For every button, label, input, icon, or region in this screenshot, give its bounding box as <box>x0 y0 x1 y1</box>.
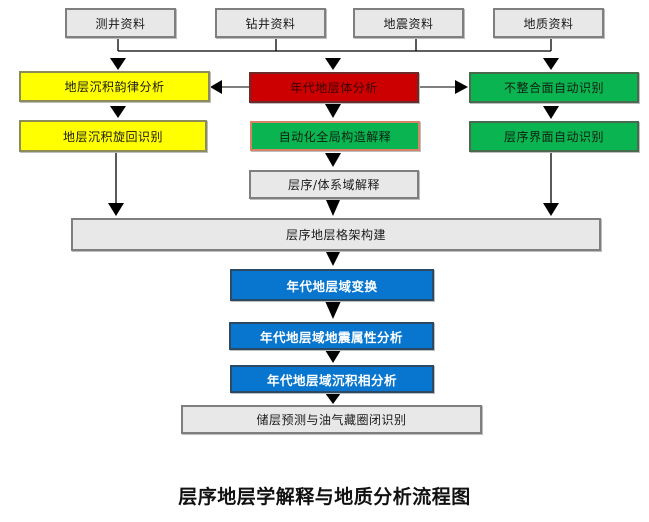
node-sed-rhythm-label: 地层沉积韵律分析 <box>64 80 165 94</box>
input-well-log-label: 测井资料 <box>95 16 146 31</box>
input-drilling: 钻井资料 <box>215 8 326 38</box>
node-unconformity-label: 不整合面自动识别 <box>503 81 604 95</box>
arrow-to-unconformity <box>543 58 559 70</box>
arrow-facies-reservoir <box>325 393 341 404</box>
arrow-to-boundary <box>543 106 559 119</box>
input-well-log: 测井资料 <box>65 8 176 38</box>
node-auto-structure: 自动化全局构造解释 <box>250 121 420 151</box>
node-domain-transform: 年代地层域变换 <box>230 269 434 301</box>
arrow-transform-attr <box>325 301 341 319</box>
node-sed-cycle: 地层沉积旋回识别 <box>19 120 207 152</box>
node-seismic-attr-label: 年代地层域地震属性分析 <box>259 329 403 345</box>
node-chrono-volume-label: 年代地层体分析 <box>290 81 378 95</box>
input-seismic-label: 地震资料 <box>383 16 434 31</box>
node-sequence-boundary: 层序界面自动识别 <box>469 121 639 152</box>
node-sequence-boundary-label: 层序界面自动识别 <box>503 130 604 144</box>
input-geology-label: 地质资料 <box>523 16 574 31</box>
node-domain-transform-label: 年代地层域变换 <box>286 278 378 294</box>
node-sequence-systems: 层序/体系域解释 <box>249 170 419 199</box>
arrow-to-rhythm <box>110 58 126 70</box>
node-unconformity: 不整合面自动识别 <box>469 72 639 103</box>
arrow-to-cycle <box>110 106 126 118</box>
arrow-seq-framework <box>326 200 340 216</box>
input-drilling-label: 钻井资料 <box>245 16 296 31</box>
arrow-right-to-unconformity <box>455 80 468 94</box>
diagram-title: 层序地层学解释与地质分析流程图 <box>178 486 471 508</box>
node-sed-cycle-label: 地层沉积旋回识别 <box>62 129 163 144</box>
arrow-to-chrono <box>325 58 341 70</box>
arrow-left-to-rhythm <box>210 80 222 94</box>
node-chrono-volume: 年代地层体分析 <box>249 72 419 103</box>
node-sed-rhythm: 地层沉积韵律分析 <box>19 71 210 102</box>
node-framework-label: 层序地层格架构建 <box>285 228 386 242</box>
node-sequence-systems-label: 层序/体系域解释 <box>287 178 381 192</box>
arrow-cycle-framework <box>108 203 124 216</box>
node-reservoir-label: 储层预测与油气藏圈闭识别 <box>256 413 407 427</box>
node-framework: 层序地层格架构建 <box>71 218 601 251</box>
node-sed-facies-label: 年代地层域沉积相分析 <box>266 372 397 388</box>
input-seismic: 地震资料 <box>353 8 464 38</box>
arrowheads <box>108 58 559 404</box>
arrow-framework-transform <box>325 250 341 266</box>
arrow-boundary-framework <box>543 203 559 216</box>
node-seismic-attr: 年代地层域地震属性分析 <box>229 322 434 350</box>
node-sed-facies: 年代地层域沉积相分析 <box>230 365 434 393</box>
arrow-to-autostructure <box>325 104 341 118</box>
arrow-attr-facies <box>325 350 341 363</box>
node-auto-structure-label: 自动化全局构造解释 <box>278 129 392 144</box>
input-geology: 地质资料 <box>493 8 604 38</box>
arrow-to-sequence-systems <box>325 153 341 167</box>
node-reservoir: 储层预测与油气藏圈闭识别 <box>181 405 482 434</box>
